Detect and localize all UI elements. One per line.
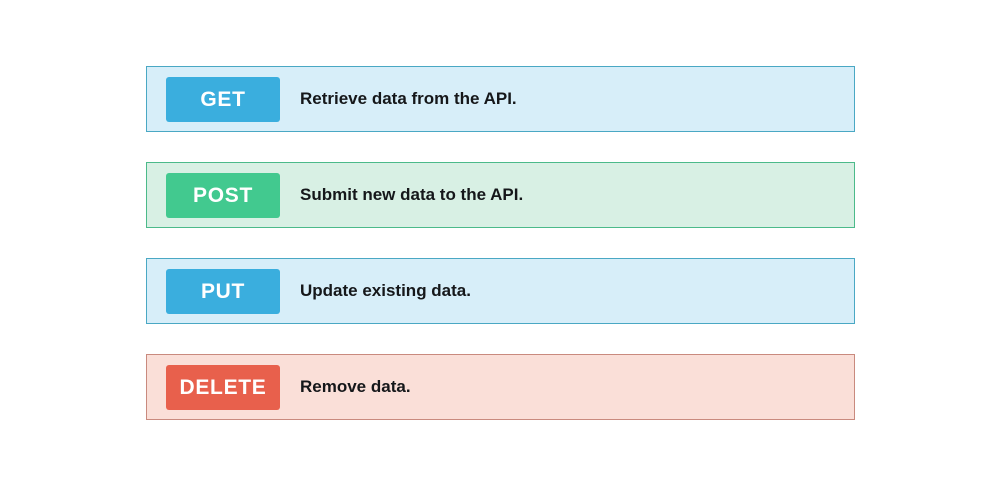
- method-description: Remove data.: [300, 376, 411, 396]
- http-method-list: GET Retrieve data from the API. POST Sub…: [146, 66, 855, 420]
- method-row[interactable]: DELETE Remove data.: [146, 354, 855, 420]
- method-description: Submit new data to the API.: [300, 184, 524, 204]
- method-description: Retrieve data from the API.: [300, 88, 517, 108]
- method-row[interactable]: GET Retrieve data from the API.: [146, 66, 855, 132]
- method-row[interactable]: PUT Update existing data.: [146, 258, 855, 324]
- method-badge-put: PUT: [166, 268, 280, 314]
- method-description: Update existing data.: [300, 280, 471, 300]
- method-row[interactable]: POST Submit new data to the API.: [146, 162, 855, 228]
- method-badge-delete: DELETE: [166, 364, 280, 410]
- method-badge-post: POST: [166, 172, 280, 218]
- method-badge-get: GET: [166, 76, 280, 122]
